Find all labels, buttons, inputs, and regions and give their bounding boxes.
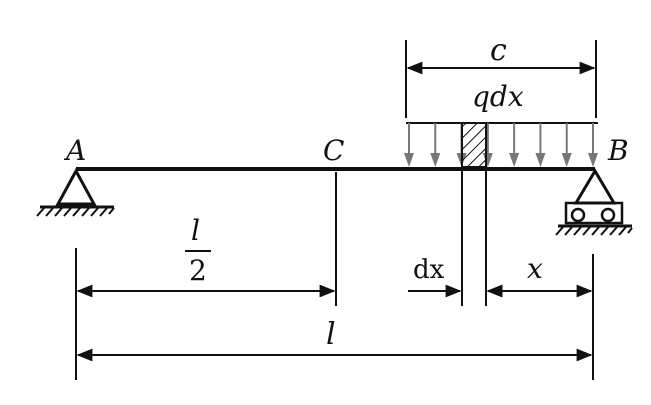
label-support-b: B: [607, 134, 629, 167]
label-load-length-c: c: [490, 33, 507, 68]
label-midpoint-c: C: [323, 134, 344, 167]
label-span: l: [326, 317, 336, 352]
distributed-load: [404, 122, 598, 168]
load-arrow-head: [561, 153, 572, 167]
load-arrow-head: [535, 153, 546, 167]
label-element-width: dx: [413, 255, 445, 285]
load-arrow-head: [404, 153, 414, 167]
label-half-span-numerator: l: [191, 214, 200, 247]
load-arrow-head: [430, 153, 441, 167]
roller-support-right: [555, 168, 633, 236]
label-support-a: A: [63, 134, 86, 167]
label-element-position: x: [527, 252, 543, 285]
load-element-hatch: [461, 122, 487, 168]
label-load-element: qdx: [472, 80, 524, 113]
load-arrow-head: [588, 153, 598, 167]
load-arrows: [404, 123, 598, 167]
label-half-span-denominator: 2: [189, 254, 207, 287]
dimension-c: [405, 40, 597, 118]
pin-support-left: [36, 167, 115, 217]
load-arrow-head: [509, 153, 520, 167]
